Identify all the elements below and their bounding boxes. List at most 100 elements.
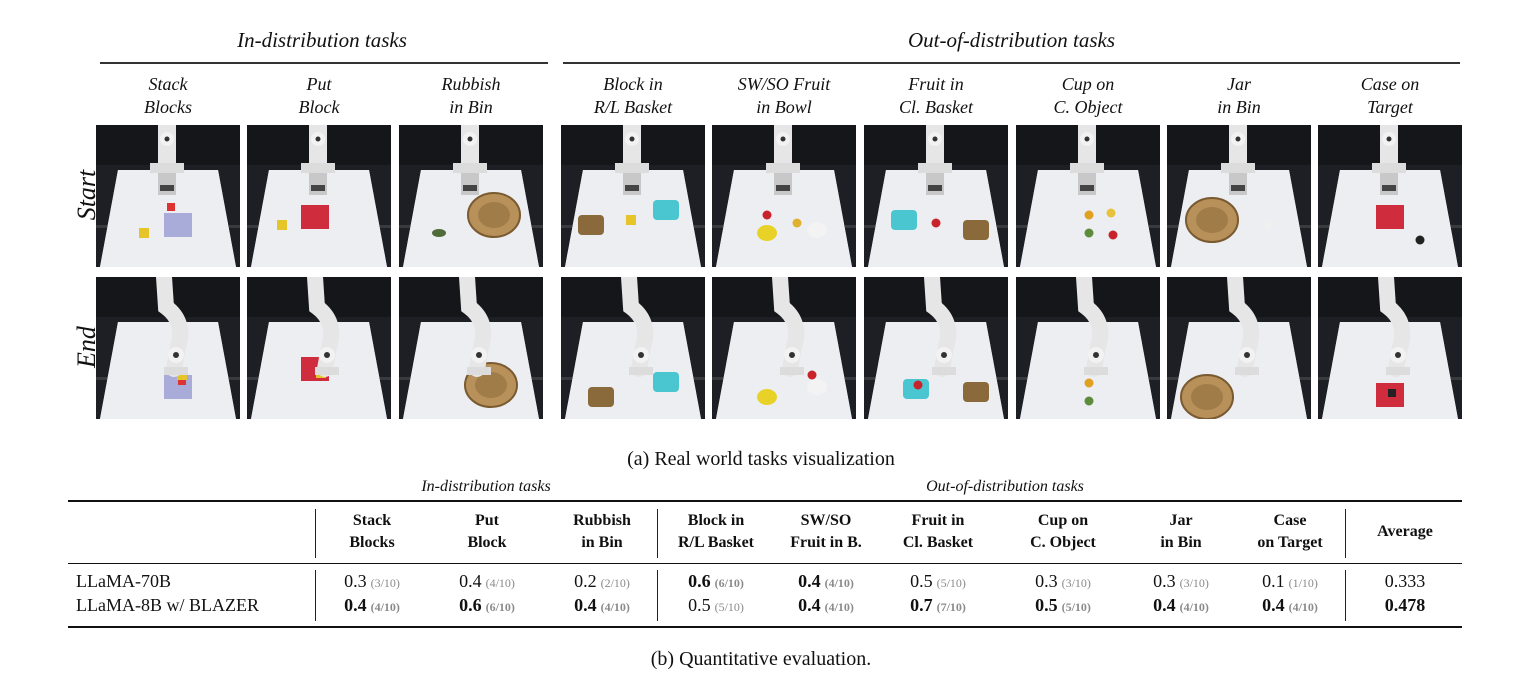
- task-title-line: in Bin: [1217, 97, 1261, 117]
- table-header-line: Case: [1273, 512, 1307, 529]
- success-count: (3/10): [1061, 576, 1091, 590]
- task-photo: [247, 277, 391, 419]
- task-title-line: Stack: [148, 74, 188, 94]
- table-divider: [315, 509, 316, 558]
- success-count: (4/10): [485, 576, 515, 590]
- table-header-line: Jar: [1169, 512, 1193, 529]
- success-rate-value: 0.4: [798, 571, 821, 591]
- task-photo: [1016, 277, 1160, 419]
- table-row-model-name: LLaMA-8B w/ BLAZER: [76, 595, 259, 615]
- task-photo: [1318, 277, 1462, 419]
- success-count: (7/10): [936, 600, 966, 614]
- table-cell: 0.3(3/10): [1003, 571, 1123, 592]
- success-count: (5/10): [714, 600, 744, 614]
- table-column-header: SW/SO Fruit in B.: [766, 510, 886, 554]
- table-cell: 0.4(4/10): [1121, 595, 1241, 616]
- success-rate-value: 0.2: [574, 571, 597, 591]
- table-cell: 0.5(5/10): [878, 571, 998, 592]
- figure-b-caption: (b) Quantitative evaluation.: [650, 648, 872, 670]
- task-photo: [1167, 125, 1311, 267]
- table-header-line: in Bin: [1160, 534, 1202, 551]
- success-count: (4/10): [1179, 600, 1209, 614]
- success-count: (1/10): [1288, 576, 1318, 590]
- table-divider: [657, 570, 658, 621]
- task-title-line: Jar: [1227, 74, 1251, 94]
- table-header-line: Blocks: [349, 534, 395, 551]
- task-photo: [561, 125, 705, 267]
- success-count: (6/10): [714, 576, 744, 590]
- table-cell: 0.4(4/10): [427, 571, 547, 592]
- table-out-of-distribution-title: Out-of-distribution tasks: [926, 478, 1084, 495]
- table-divider: [1345, 570, 1346, 621]
- table-cell: 0.4(4/10): [542, 595, 662, 616]
- task-title-line: in Bowl: [756, 97, 812, 117]
- success-rate-value: 0.3: [1153, 571, 1176, 591]
- success-count: (5/10): [936, 576, 966, 590]
- success-rate-value: 0.4: [1153, 595, 1176, 615]
- success-count: (4/10): [824, 600, 854, 614]
- task-title-line: Rubbish: [441, 74, 501, 94]
- success-rate-value: 0.4: [574, 595, 597, 615]
- success-rate-value: 0.7: [910, 595, 933, 615]
- task-title-line: R/L Basket: [593, 97, 673, 117]
- table-header-line: Fruit in B.: [790, 534, 862, 551]
- task-photo: [96, 125, 240, 267]
- task-title-line: in Bin: [449, 97, 493, 117]
- table-cell: 0.5(5/10): [656, 595, 776, 616]
- success-count: (6/10): [485, 600, 515, 614]
- task-column-title: Cup on C. Object: [1013, 73, 1163, 119]
- table-top-rule: [68, 500, 1462, 502]
- success-rate-value: 0.4: [798, 595, 821, 615]
- table-header-line: in Bin: [581, 534, 623, 551]
- table-header-line: Put: [475, 512, 499, 529]
- task-title-line: Fruit in: [908, 74, 964, 94]
- task-title-line: C. Object: [1053, 97, 1123, 117]
- task-photo: [712, 277, 856, 419]
- task-photo: [712, 125, 856, 267]
- table-cell: 0.3(3/10): [312, 571, 432, 592]
- table-header-line: SW/SO: [800, 512, 852, 529]
- average-value: 0.478: [1384, 595, 1426, 615]
- table-header-rule: [68, 563, 1462, 565]
- table-header-line: Cup on: [1037, 512, 1089, 529]
- table-cell: 0.5(5/10): [1003, 595, 1123, 616]
- task-photo: [864, 277, 1008, 419]
- table-header-line: Cl. Basket: [902, 534, 974, 551]
- table-header-line: Block: [467, 534, 507, 551]
- table-cell: 0.7(7/10): [878, 595, 998, 616]
- table-cell: 0.1(1/10): [1230, 571, 1350, 592]
- figure-a-caption: (a) Real world tasks visualization: [627, 448, 895, 470]
- table-divider: [1345, 509, 1346, 558]
- task-title-line: Cup on: [1061, 74, 1115, 94]
- out-of-distribution-rule: [563, 62, 1460, 64]
- task-photo: [96, 277, 240, 419]
- success-rate-value: 0.4: [459, 571, 482, 591]
- task-title-line: Cl. Basket: [899, 97, 973, 117]
- table-divider: [657, 509, 658, 558]
- in-distribution-rule: [100, 62, 548, 64]
- task-column-title: Rubbish in Bin: [396, 73, 546, 119]
- task-title-line: Target: [1367, 97, 1413, 117]
- success-rate-value: 0.4: [344, 595, 367, 615]
- success-rate-value: 0.6: [688, 571, 711, 591]
- task-photo: [561, 277, 705, 419]
- success-count: (4/10): [600, 600, 630, 614]
- task-title-line: Blocks: [144, 97, 192, 117]
- task-photo: [1318, 125, 1462, 267]
- task-title-line: Block in: [603, 74, 663, 94]
- table-in-distribution-title: In-distribution tasks: [421, 478, 551, 495]
- table-cell: 0.6(6/10): [656, 571, 776, 592]
- table-cell: 0.3(3/10): [1121, 571, 1241, 592]
- task-column-title: Jar in Bin: [1164, 73, 1314, 119]
- table-header-line: Block in: [687, 512, 745, 529]
- table-header-line: Stack: [352, 512, 392, 529]
- table-row-model-name: LLaMA-70B: [76, 571, 171, 591]
